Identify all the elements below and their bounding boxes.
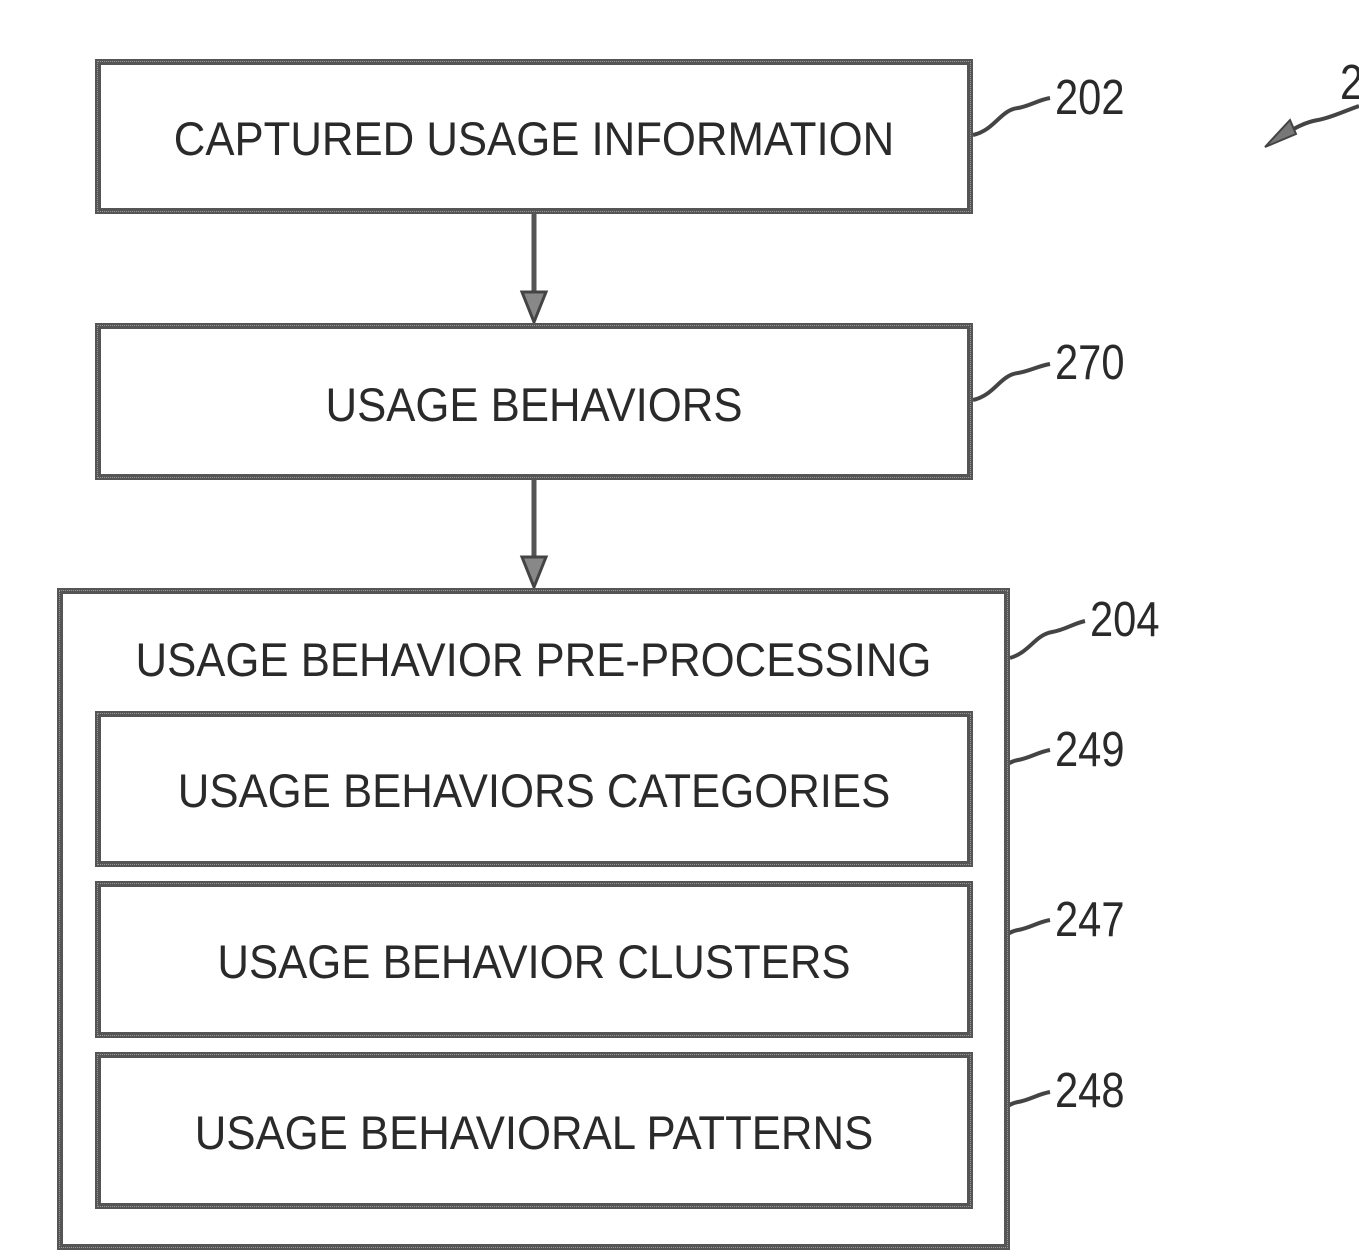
usage-behavioral-patterns-label: USAGE BEHAVIORAL PATTERNS — [131, 1105, 936, 1160]
ref-249: 249 — [1055, 722, 1125, 778]
ref-202: 202 — [1055, 70, 1125, 126]
figure-pointer-arrowhead — [1265, 120, 1296, 147]
usage-behaviors-categories-label: USAGE BEHAVIORS CATEGORIES — [131, 763, 936, 818]
leader-202 — [973, 98, 1050, 135]
ref-270: 270 — [1055, 335, 1125, 391]
usage-behavior-clusters-box: USAGE BEHAVIOR CLUSTERS — [95, 881, 973, 1038]
usage-behavior-preprocessing-label: USAGE BEHAVIOR PRE-PROCESSING — [96, 632, 971, 687]
arrowhead-behaviors-to-preprocessing — [522, 557, 546, 587]
usage-behavioral-patterns-box: USAGE BEHAVIORAL PATTERNS — [95, 1052, 973, 1209]
captured-usage-information-box: CAPTURED USAGE INFORMATION — [95, 59, 973, 214]
usage-behaviors-categories-box: USAGE BEHAVIORS CATEGORIES — [95, 711, 973, 867]
arrowhead-captured-to-behaviors — [522, 292, 546, 322]
leader-270 — [973, 364, 1050, 400]
usage-behaviors-box: USAGE BEHAVIORS — [95, 323, 973, 480]
captured-usage-information-label: CAPTURED USAGE INFORMATION — [131, 111, 936, 166]
ref-248: 248 — [1055, 1063, 1125, 1119]
usage-behaviors-label: USAGE BEHAVIORS — [131, 377, 936, 432]
ref-247: 247 — [1055, 892, 1125, 948]
usage-behavior-clusters-label: USAGE BEHAVIOR CLUSTERS — [131, 934, 936, 989]
ref-204: 204 — [1090, 592, 1160, 648]
figure-ref-number: 2 — [1340, 55, 1359, 111]
leader-204 — [1010, 621, 1085, 658]
